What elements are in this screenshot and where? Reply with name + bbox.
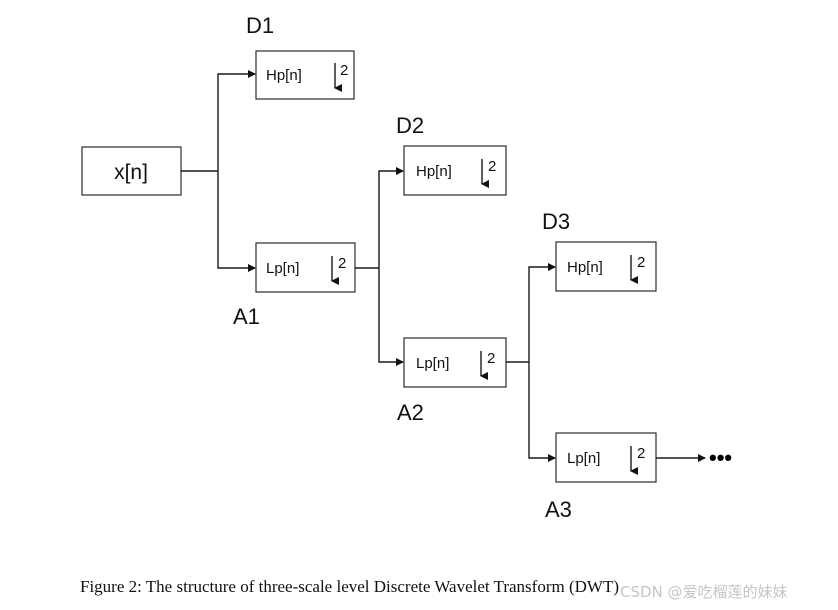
wire-to-hp2 bbox=[378, 167, 404, 268]
continuation-dots: ••• bbox=[709, 445, 732, 470]
lp1-label: Lp[n] bbox=[266, 260, 299, 277]
lp2-downsample: 2 bbox=[487, 350, 495, 367]
lp3-downsample: 2 bbox=[637, 445, 645, 462]
hp3-downsample: 2 bbox=[637, 254, 645, 271]
wire-to-lp2 bbox=[378, 268, 404, 366]
lp1-downsample: 2 bbox=[338, 255, 346, 272]
lp2-label: Lp[n] bbox=[416, 355, 449, 372]
input-label: x[n] bbox=[114, 161, 148, 184]
label-a3: A3 bbox=[545, 497, 572, 522]
wire-to-lp3 bbox=[528, 362, 556, 462]
label-d3: D3 bbox=[542, 209, 570, 234]
wire-to-lp1 bbox=[217, 171, 256, 272]
label-a2: A2 bbox=[397, 400, 424, 425]
hp3-label: Hp[n] bbox=[567, 259, 603, 276]
label-a1: A1 bbox=[233, 304, 260, 329]
highpass-filter-level3: Hp[n] 2 bbox=[555, 241, 657, 292]
watermark: CSDN @爱吃榴莲的妹妹 bbox=[620, 583, 788, 601]
lowpass-filter-level1: Lp[n] 2 bbox=[255, 242, 356, 293]
label-d1: D1 bbox=[246, 13, 274, 38]
lowpass-filter-level3: Lp[n] 2 bbox=[555, 432, 657, 483]
wire-to-hp1 bbox=[217, 70, 256, 171]
lowpass-filter-level2: Lp[n] 2 bbox=[403, 337, 507, 388]
figure-caption: Figure 2: The structure of three-scale l… bbox=[80, 577, 619, 596]
input-block: x[n] bbox=[81, 146, 182, 196]
highpass-filter-level1: Hp[n] 2 bbox=[255, 50, 355, 100]
hp2-label: Hp[n] bbox=[416, 163, 452, 180]
label-d2: D2 bbox=[396, 113, 424, 138]
hp1-label: Hp[n] bbox=[266, 67, 302, 84]
dwt-diagram: x[n] Hp[n] 2 Lp[n] 2 Hp[n] 2 Lp[n] 2 bbox=[81, 13, 732, 522]
lp3-label: Lp[n] bbox=[567, 450, 600, 467]
wire-to-hp3 bbox=[528, 263, 556, 362]
highpass-filter-level2: Hp[n] 2 bbox=[403, 145, 507, 196]
hp2-downsample: 2 bbox=[488, 158, 496, 175]
hp1-downsample: 2 bbox=[340, 62, 348, 79]
